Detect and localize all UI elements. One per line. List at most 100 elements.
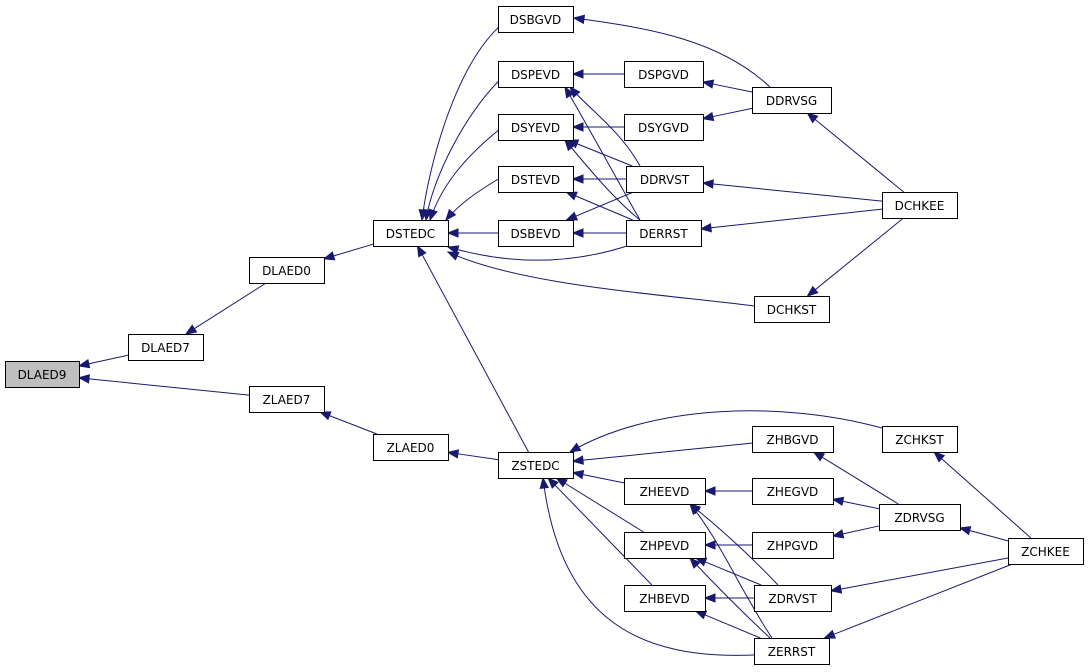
edge-ddrvsg-to-dsbgvd — [572, 14, 771, 88]
edge-dchkee-to-derrst-line — [709, 208, 883, 229]
node-label: ZDRVSG — [894, 511, 944, 525]
node-box — [879, 504, 961, 531]
edge-derrst-to-dsyevd — [564, 138, 641, 221]
node-label: ZLAED0 — [387, 441, 435, 455]
edge-dspgvd-to-dspevd — [571, 69, 624, 79]
node-dspevd[interactable]: DSPEVD — [498, 61, 574, 88]
edge-zchkee-to-zerrst — [823, 563, 1013, 639]
node-zheevd[interactable]: ZHEEVD — [624, 478, 706, 505]
edge-zchkee-to-zchkst-arrowhead — [933, 451, 946, 463]
edge-zchkee-to-zerrst-line — [832, 563, 1013, 636]
edge-dchkee-to-ddrvst-line — [711, 183, 883, 202]
node-zdrvst[interactable]: ZDRVST — [754, 585, 832, 612]
edge-dchkee-to-dchkst-line — [814, 217, 904, 291]
node-label: DLAED0 — [262, 264, 311, 278]
edge-zchkee-to-zerrst-arrowhead — [823, 629, 837, 639]
edge-zlaed0-to-zlaed7 — [318, 411, 378, 435]
edge-zstedc-to-zlaed0 — [446, 449, 499, 461]
node-dspgvd[interactable]: DSPGVD — [624, 61, 704, 88]
node-zhbevd[interactable]: ZHBEVD — [624, 585, 706, 612]
edge-ddrvst-to-dsyevd — [566, 139, 633, 167]
node-zchkst[interactable]: ZCHKST — [882, 426, 958, 453]
edge-dlaed0-to-dlaed7-arrowhead — [184, 324, 198, 335]
node-label: ZCHKST — [895, 433, 944, 447]
node-zchkee[interactable]: ZCHKEE — [1008, 538, 1084, 565]
edge-zdrvsg-to-zhbgvd-line — [821, 456, 899, 505]
edge-ddrvsg-to-dsygvd — [701, 107, 753, 122]
edge-dsyevd-to-dstedc-arrowhead — [428, 208, 438, 222]
node-zhegvd[interactable]: ZHEGVD — [752, 478, 834, 505]
edge-zerrst-to-zhbevd-arrowhead — [694, 610, 708, 620]
node-box — [498, 6, 574, 33]
node-zlaed0[interactable]: ZLAED0 — [373, 434, 449, 461]
node-dchkst[interactable]: DCHKST — [754, 296, 830, 323]
edge-zchkee-to-zchkst-line — [940, 457, 1032, 539]
node-zhpgvd[interactable]: ZHPGVD — [752, 532, 834, 559]
node-box — [624, 61, 704, 88]
edge-derrst-to-dsyevd-arrowhead — [564, 138, 576, 152]
node-dlaed7[interactable]: DLAED7 — [128, 334, 204, 361]
node-zstedc[interactable]: ZSTEDC — [498, 452, 574, 479]
edge-dsbgvd-to-dstedc-line — [421, 19, 508, 221]
edge-dstevd-to-dstedc — [445, 177, 501, 222]
node-box — [373, 434, 449, 461]
edge-zlaed7-to-dlaed9 — [77, 374, 250, 396]
node-dsyevd[interactable]: DSYEVD — [498, 114, 574, 141]
edge-zstedc-to-zlaed0-line — [456, 453, 499, 461]
edge-zlaed0-to-zlaed7-arrowhead — [318, 411, 332, 421]
edge-derrst-to-dstevd-arrowhead — [565, 191, 578, 201]
edge-dsyevd-to-dstedc-line — [429, 124, 506, 221]
node-zdrvsg[interactable]: ZDRVSG — [879, 504, 961, 531]
node-zhpevd[interactable]: ZHPEVD — [624, 532, 706, 559]
node-box — [624, 532, 706, 559]
node-zhbgvd[interactable]: ZHBGVD — [752, 426, 834, 453]
node-label: ZSTEDC — [511, 459, 559, 473]
node-box — [754, 638, 830, 665]
node-label: ZHEGVD — [767, 485, 819, 499]
node-zlaed7[interactable]: ZLAED7 — [249, 386, 325, 413]
node-ddrvsg[interactable]: DDRVSG — [752, 87, 832, 114]
node-box — [624, 478, 706, 505]
edge-dsbevd-to-dstedc-arrowhead — [446, 228, 459, 238]
edge-ddrvsg-to-dsygvd-arrowhead — [701, 111, 715, 122]
node-box — [882, 426, 958, 453]
edge-dchkee-to-dchkst — [806, 217, 904, 297]
edge-zdrvsg-to-zhpgvd-arrowhead — [831, 529, 845, 539]
edge-ddrvsg-to-dspgvd-arrowhead — [701, 79, 715, 89]
node-dlaed0[interactable]: DLAED0 — [249, 257, 325, 284]
edge-ddrvsg-to-dsygvd-line — [711, 107, 753, 118]
node-label: DERRST — [639, 227, 688, 241]
edge-zstedc-to-dstedc — [416, 244, 529, 453]
node-dsbgvd[interactable]: DSBGVD — [498, 6, 574, 33]
node-label: ZHPEVD — [640, 539, 690, 553]
node-label: DSTEVD — [511, 173, 560, 187]
node-ddrvst[interactable]: DDRVST — [626, 166, 704, 193]
edge-zhbgvd-to-zstedc-line — [581, 442, 753, 461]
node-box — [754, 296, 830, 323]
node-dsygvd[interactable]: DSYGVD — [624, 114, 704, 141]
edge-derrst-to-dsbevd-arrowhead — [571, 228, 584, 238]
node-dchkee[interactable]: DCHKEE — [882, 192, 958, 219]
edge-zhegvd-to-zheevd-arrowhead — [703, 486, 716, 496]
edge-zlaed7-to-dlaed9-arrowhead — [77, 374, 90, 384]
node-dstedc[interactable]: DSTEDC — [373, 220, 449, 247]
edge-derrst-to-dstedc — [446, 244, 631, 261]
edge-zchkst-to-zstedc-line — [569, 410, 883, 453]
node-dsbevd[interactable]: DSBEVD — [498, 220, 574, 247]
edge-zhbevd-to-zstedc-line — [554, 484, 653, 586]
edge-dstedc-to-dlaed0-arrowhead — [322, 251, 336, 261]
node-box — [373, 220, 449, 247]
edge-dchkee-to-dchkst-arrowhead — [806, 285, 819, 297]
node-dstevd[interactable]: DSTEVD — [498, 166, 574, 193]
node-label: ZDRVST — [768, 592, 817, 606]
node-derrst[interactable]: DERRST — [626, 220, 702, 247]
edge-zerrst-to-zstedc-arrowhead — [539, 476, 549, 489]
edge-derrst-to-dstedc-line — [447, 244, 631, 261]
node-label: ZHBGVD — [766, 433, 818, 447]
node-zerrst[interactable]: ZERRST — [754, 638, 830, 665]
node-box — [626, 166, 704, 193]
edge-dspgvd-to-dspevd-arrowhead — [571, 69, 584, 79]
edge-derrst-to-dsyevd-line — [564, 139, 641, 221]
edge-zerrst-to-zstedc — [539, 476, 755, 656]
edge-zstedc-to-dstedc-arrowhead — [416, 244, 427, 258]
